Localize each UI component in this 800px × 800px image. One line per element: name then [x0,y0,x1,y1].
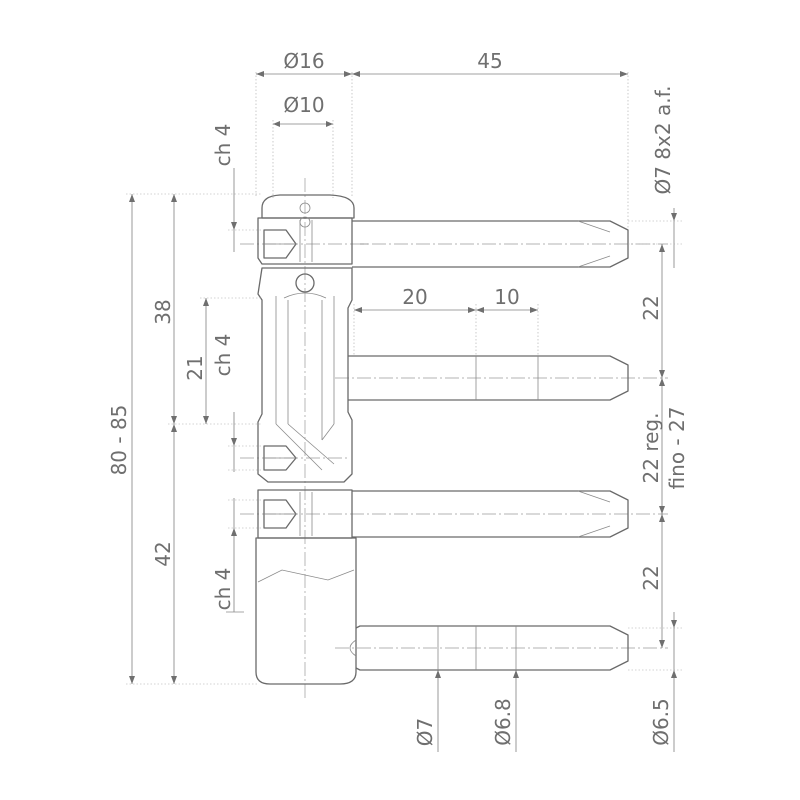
label-diameter-16: Ø16 [283,49,324,73]
label-length-10: 10 [494,285,519,309]
label-diameter-6-5: Ø6.5 [649,698,673,746]
label-spacing-22-reg: 22 reg. [639,413,663,484]
label-length-45: 45 [477,49,502,73]
label-length-20: 20 [402,285,427,309]
dimension-lines [126,71,684,752]
pins [348,220,629,671]
label-diameter-10: Ø10 [283,93,324,117]
middle-knuckle [257,267,353,483]
label-total-height: 80 - 85 [107,405,131,476]
label-height-21: 21 [183,355,207,380]
dimension-labels: Ø16 45 Ø10 Ø7 8x2 a.f. ch 4 ch 4 ch 4 80… [107,49,689,746]
label-hex-top: ch 4 [211,124,235,167]
top-cap [261,194,355,219]
middle-hex-socket [263,445,297,471]
pin-4 [355,625,629,671]
pin-2 [348,355,629,401]
center-lines [240,178,668,700]
label-diameter-6-8: Ø6.8 [491,698,515,746]
top-hex-socket [263,229,297,259]
label-hex-bottom: ch 4 [211,568,235,611]
label-hex-middle: ch 4 [211,334,235,377]
lower-hex-socket [263,499,297,529]
label-spacing-22-top: 22 [639,295,663,320]
label-spacing-22-bottom: 22 [639,565,663,590]
hinge-body [255,194,357,685]
pin-3 [352,490,629,538]
label-spacing-fino-27: fino - 27 [665,407,689,490]
label-diameter-7: Ø7 [413,718,437,746]
label-height-38: 38 [151,299,175,324]
top-threaded-section [257,217,353,265]
label-tip-spec: Ø7 8x2 a.f. [651,85,675,194]
label-height-42: 42 [151,541,175,566]
bottom-sleeve [255,537,357,685]
